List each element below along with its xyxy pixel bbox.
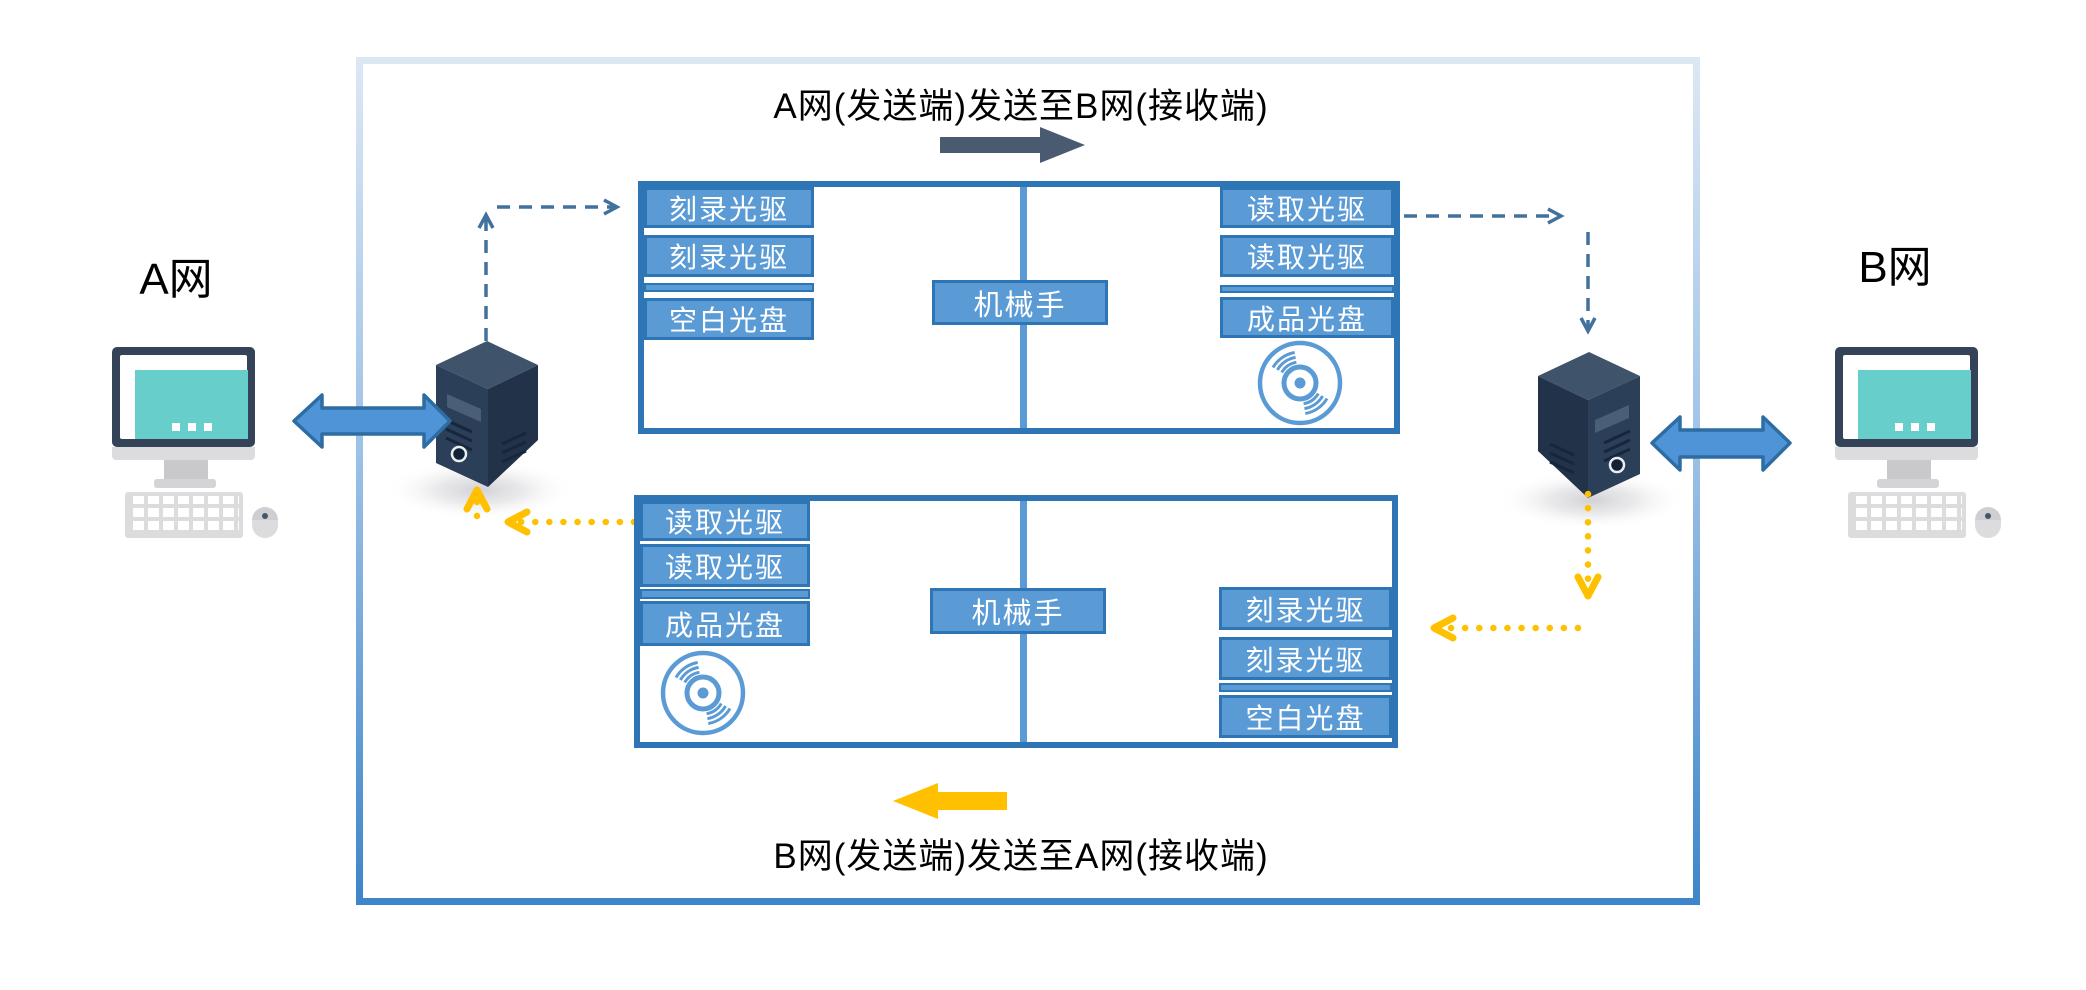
robot-arm-label: 机械手 <box>930 588 1106 634</box>
top-exchange-chamber: 刻录光驱 刻录光驱 空白光盘 机械手 读取光驱 读取光驱 成品光盘 <box>638 181 1400 434</box>
read-drive-slot: 读取光驱 <box>640 544 810 587</box>
monitor-screen <box>135 370 248 439</box>
drive-tray-strip <box>1219 683 1392 692</box>
b-to-a-flow-title: B网(发送端)发送至A网(接收端) <box>773 837 1269 876</box>
keyboard-icon <box>1848 492 1966 538</box>
mouse-wheel <box>262 513 268 519</box>
screen-ellipsis-dot <box>1926 423 1935 431</box>
monitor-base <box>1877 479 1939 488</box>
drive-tray-strip <box>1220 285 1394 293</box>
read-drive-slot: 读取光驱 <box>640 501 810 541</box>
network-a-label: A网 <box>139 255 213 304</box>
screen-ellipsis-dot <box>187 423 196 431</box>
blank-disc-slot: 空白光盘 <box>1219 695 1392 738</box>
drive-tray-strip <box>640 589 810 599</box>
exchange-arrow-b <box>1650 415 1792 472</box>
finished-disc-slot: 成品光盘 <box>1220 297 1394 338</box>
screen-ellipsis-dot <box>1894 423 1903 431</box>
screen-ellipsis-dot <box>171 423 180 431</box>
burn-drive-slot: 刻录光驱 <box>1219 637 1392 680</box>
monitor-stand <box>164 460 208 479</box>
monitor-chin <box>112 447 255 460</box>
burn-drive-slot: 刻录光驱 <box>644 187 814 228</box>
keyboard-icon <box>125 492 243 538</box>
monitor-frame <box>1835 347 1978 447</box>
drive-tray-strip <box>644 283 814 292</box>
monitor-screen <box>1858 370 1971 439</box>
b-to-a-flow-arrow <box>893 783 1007 819</box>
workstation-b-icon <box>1835 347 2010 547</box>
burn-drive-slot: 刻录光驱 <box>644 235 814 277</box>
read-drive-slot: 读取光驱 <box>1220 235 1394 277</box>
monitor-bezel <box>120 355 248 439</box>
blank-disc-slot: 空白光盘 <box>644 298 814 340</box>
screen-ellipsis-dot <box>1910 423 1919 431</box>
a-to-b-flow-arrow <box>940 127 1085 163</box>
mouse-icon <box>252 507 278 538</box>
a-to-b-flow-title: A网(发送端)发送至B网(接收端) <box>773 87 1269 126</box>
finished-disc-slot: 成品光盘 <box>640 601 810 646</box>
screen-ellipsis-dot <box>203 423 212 431</box>
server-a-icon <box>434 339 540 489</box>
network-b-label: B网 <box>1858 243 1932 292</box>
monitor-stand <box>1887 460 1931 479</box>
monitor-frame <box>112 347 255 447</box>
exchange-arrow-a <box>292 393 452 449</box>
robot-arm-label: 机械手 <box>932 280 1108 325</box>
read-drive-slot: 读取光驱 <box>1220 187 1394 228</box>
workstation-a-icon <box>112 347 287 547</box>
burn-drive-slot: 刻录光驱 <box>1219 587 1392 630</box>
monitor-chin <box>1835 447 1978 460</box>
mouse-wheel <box>1985 513 1991 519</box>
bottom-exchange-chamber: 读取光驱 读取光驱 成品光盘 机械手 刻录光驱 刻录光驱 空白光盘 <box>634 495 1398 748</box>
mouse-icon <box>1975 507 2001 538</box>
monitor-bezel <box>1843 355 1971 439</box>
monitor-base <box>154 479 216 488</box>
server-b-icon <box>1536 350 1642 500</box>
